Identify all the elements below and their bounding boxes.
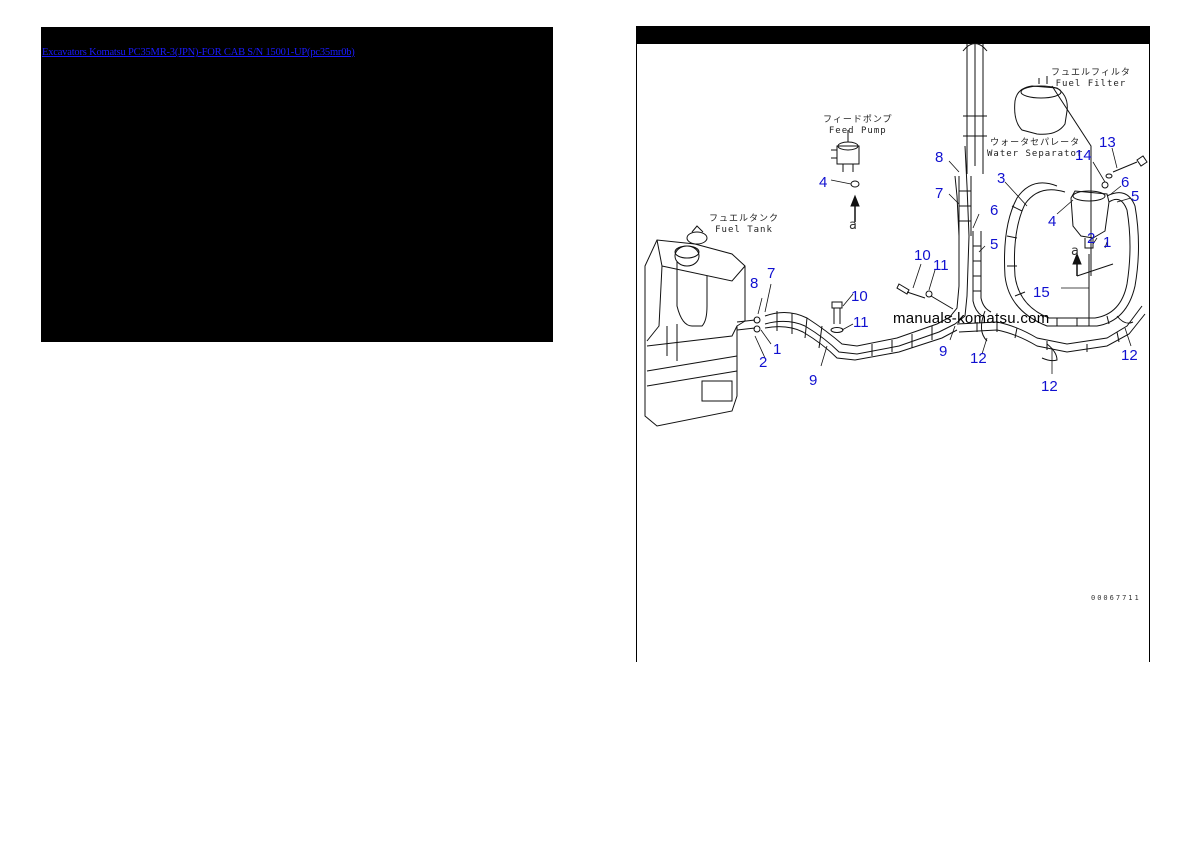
fuel-filter-caption-en: Fuel Filter [1055,79,1127,89]
callout-6[interactable]: 6 [1121,174,1130,191]
water-separator-caption-en: Water Separator [987,149,1084,159]
view-mark-a-feed-pump: a [849,218,857,233]
callout-1[interactable]: 1 [773,341,782,358]
water-separator-caption: ウォータセパレータ Water Separator [987,138,1083,160]
callout-7[interactable]: 7 [767,265,776,282]
callout-7[interactable]: 7 [935,185,944,202]
document-header-panel: Excavators Komatsu PC35MR-3(JPN)-FOR CAB… [41,27,553,342]
fuel-tank-caption-jp: フュエルタンク [709,214,780,224]
callout-2[interactable]: 2 [1087,230,1096,247]
callout-8[interactable]: 8 [935,149,944,166]
parts-drawing [644,43,1148,427]
view-mark-a-separator: a [1071,244,1079,259]
callout-12[interactable]: 12 [970,350,987,367]
callout-12[interactable]: 12 [1041,378,1058,395]
callout-8[interactable]: 8 [750,275,759,292]
feed-pump-caption-en: Feed Pump [828,126,887,136]
callout-5[interactable]: 5 [1131,188,1140,205]
callout-5[interactable]: 5 [990,236,999,253]
watermark: manuals-komatsu.com [893,310,1050,327]
diagram-top-bar [637,26,1149,44]
callout-4[interactable]: 4 [819,174,828,191]
feed-pump-caption-jp: フィードポンプ [823,115,893,125]
callout-2[interactable]: 2 [759,354,768,371]
callout-10[interactable]: 10 [851,288,868,305]
callout-10[interactable]: 10 [914,247,931,264]
model-title-link[interactable]: Excavators Komatsu PC35MR-3(JPN)-FOR CAB… [42,47,355,58]
callout-15[interactable]: 15 [1033,284,1050,301]
callout-3[interactable]: 3 [997,170,1006,187]
figure-number: 00067711 [1091,594,1141,602]
fuel-filter-caption: フュエルフィルタ Fuel Filter [1051,68,1131,90]
callout-13[interactable]: 13 [1099,134,1116,151]
callout-11[interactable]: 11 [933,257,949,274]
callout-9[interactable]: 9 [939,343,948,360]
callout-4[interactable]: 4 [1048,213,1057,230]
callout-12[interactable]: 12 [1121,347,1138,364]
fuel-tank-caption: フュエルタンク Fuel Tank [709,214,779,236]
parts-diagram: フュエルタンク Fuel Tank フィードポンプ Feed Pump フュエル… [636,26,1150,662]
callout-11[interactable]: 11 [853,314,869,331]
callout-1[interactable]: 1 [1103,234,1112,251]
feed-pump-caption: フィードポンプ Feed Pump [823,115,893,137]
callout-14[interactable]: 14 [1075,147,1092,164]
water-separator-caption-jp: ウォータセパレータ [990,138,1081,148]
fuel-filter-caption-jp: フュエルフィルタ [1051,68,1131,78]
callout-6[interactable]: 6 [990,202,999,219]
fuel-tank-caption-en: Fuel Tank [715,225,773,235]
callout-9[interactable]: 9 [809,372,818,389]
